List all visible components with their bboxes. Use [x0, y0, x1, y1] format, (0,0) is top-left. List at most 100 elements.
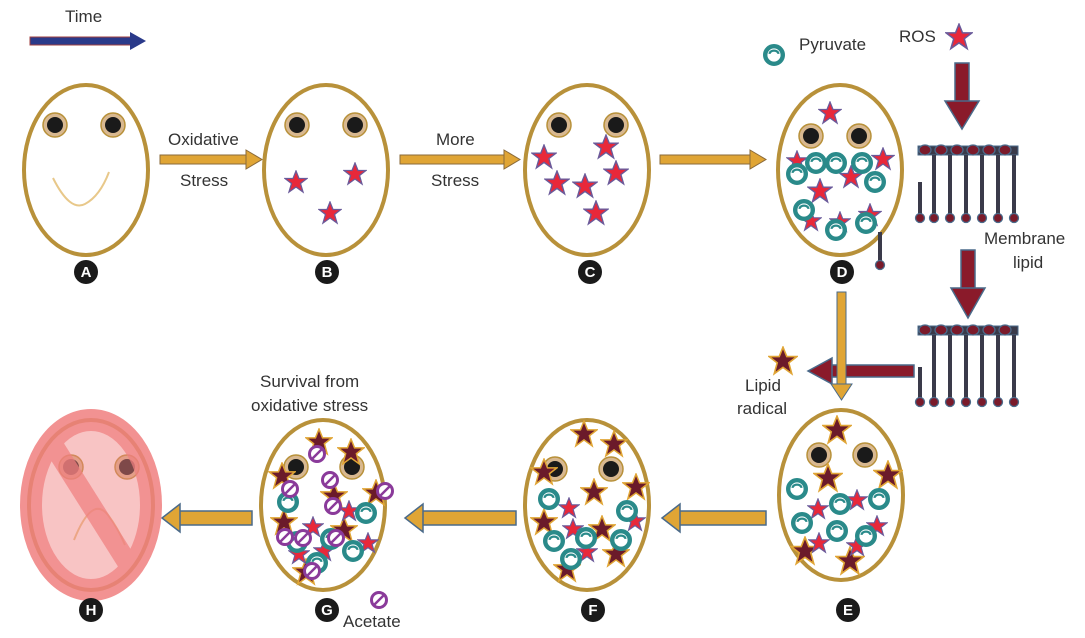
eye-icon: [546, 112, 572, 138]
pyruvate-icon: [793, 514, 811, 532]
pyruvate-icon: [857, 214, 875, 232]
stage-badge-c-label: C: [585, 264, 596, 281]
acetate-icon: [321, 471, 339, 489]
pyruvate-icon: [357, 504, 375, 522]
lipid-radical-label-1: Lipid: [745, 376, 781, 395]
stage-badge-h: H: [79, 598, 103, 622]
eye-icon: [598, 456, 624, 482]
acetate-icon: [303, 562, 321, 580]
stage-badge-g: G: [315, 598, 339, 622]
stage-badge-e-label: E: [843, 602, 853, 619]
arrow-g-h: [160, 502, 253, 534]
ros-label: ROS: [899, 27, 936, 46]
pyruvate-icon: [857, 527, 875, 545]
time-arrow: Time: [29, 7, 146, 50]
pyruvate-icon: [612, 531, 630, 549]
eye-icon: [798, 123, 824, 149]
pyruvate-icon: [788, 165, 806, 183]
lipid-radical-label-2: radical: [737, 399, 787, 418]
stage-badge-f-label: F: [588, 602, 597, 619]
lipid-radical-legend-icon: [768, 346, 798, 375]
stage-badge-a: A: [74, 260, 98, 284]
acetate-icon: [281, 480, 299, 498]
pyruvate-icon: [577, 529, 595, 547]
acetate-icon: [294, 529, 312, 547]
arrow-c-d: [659, 149, 767, 170]
acetate-icon: [324, 497, 342, 515]
ros-down-arrow: [943, 62, 981, 131]
stage-badge-d: D: [830, 260, 854, 284]
pyruvate-icon: [866, 173, 884, 191]
eye-icon: [603, 112, 629, 138]
stage-badge-e: E: [836, 598, 860, 622]
pyruvate-legend-icon: [765, 46, 783, 64]
pyruvate-icon: [853, 154, 871, 172]
pyruvate-icon: [807, 154, 825, 172]
pyruvate-icon: [827, 221, 845, 239]
arrow-f-g: [403, 502, 517, 534]
stress-label-1: Stress: [180, 171, 228, 190]
acetate-label: Acetate: [343, 612, 401, 631]
eye-icon: [100, 112, 126, 138]
cell-b: [262, 83, 390, 257]
arrow-e-f: [660, 502, 767, 534]
cell-f: [523, 418, 651, 592]
cell-g: [259, 418, 394, 592]
stage-badge-d-label: D: [837, 264, 848, 281]
pyruvate-icon: [870, 490, 888, 508]
acetate-legend-icon: [370, 591, 388, 609]
cell-d: [776, 83, 904, 257]
time-label: Time: [65, 7, 102, 26]
acetate-icon: [276, 528, 294, 546]
stage-badge-a-label: A: [81, 264, 92, 281]
survival-label-2: oxidative stress: [251, 396, 368, 415]
arrow-b-c: [399, 149, 521, 170]
pyruvate-icon: [562, 550, 580, 568]
lipid-label: lipid: [1013, 253, 1043, 272]
pyruvate-icon: [828, 522, 846, 540]
ros-legend-icon: [945, 23, 973, 50]
eye-icon: [846, 123, 872, 149]
cell-h: [20, 409, 162, 601]
eye-icon: [284, 112, 310, 138]
stage-badge-b: B: [315, 260, 339, 284]
pyruvate-icon: [788, 480, 806, 498]
more-label: More: [436, 130, 475, 149]
cell-a: [22, 83, 150, 257]
pyruvate-icon: [618, 502, 636, 520]
eye-icon: [42, 112, 68, 138]
cell-c: [523, 83, 651, 257]
membrane-down-arrow: [949, 249, 987, 320]
pyruvate-icon: [795, 201, 813, 219]
prohibition-icon: [20, 409, 162, 601]
oxidative-label: Oxidative: [168, 130, 239, 149]
lipid-radical-arrow: [806, 356, 915, 386]
membrane-lipid-top: [914, 144, 1020, 224]
stage-badge-g-label: G: [321, 602, 333, 619]
arrow-a-b: [159, 149, 263, 170]
free-lipid: [874, 232, 886, 271]
stage-badge-b-label: B: [322, 264, 333, 281]
eye-icon: [342, 112, 368, 138]
pyruvate-icon: [545, 532, 563, 550]
acetate-icon: [308, 445, 326, 463]
pyruvate-icon: [831, 495, 849, 513]
stage-badge-h-label: H: [86, 602, 97, 619]
stress-label-2: Stress: [431, 171, 479, 190]
pyruvate-icon: [344, 542, 362, 560]
membrane-label: Membrane: [984, 229, 1065, 248]
survival-label-1: Survival from: [260, 372, 359, 391]
stage-badge-c: C: [578, 260, 602, 284]
eye-icon: [806, 442, 832, 468]
eye-icon: [852, 442, 878, 468]
smile-mouth: [52, 171, 110, 207]
arrow-d-e: [830, 291, 853, 401]
pyruvate-icon: [540, 490, 558, 508]
membrane-lipid-bottom: [914, 324, 1020, 408]
pyruvate-label: Pyruvate: [799, 35, 866, 54]
cell-e: [777, 408, 905, 582]
acetate-icon: [327, 529, 345, 547]
stage-badge-f: F: [581, 598, 605, 622]
pyruvate-icon: [827, 154, 845, 172]
